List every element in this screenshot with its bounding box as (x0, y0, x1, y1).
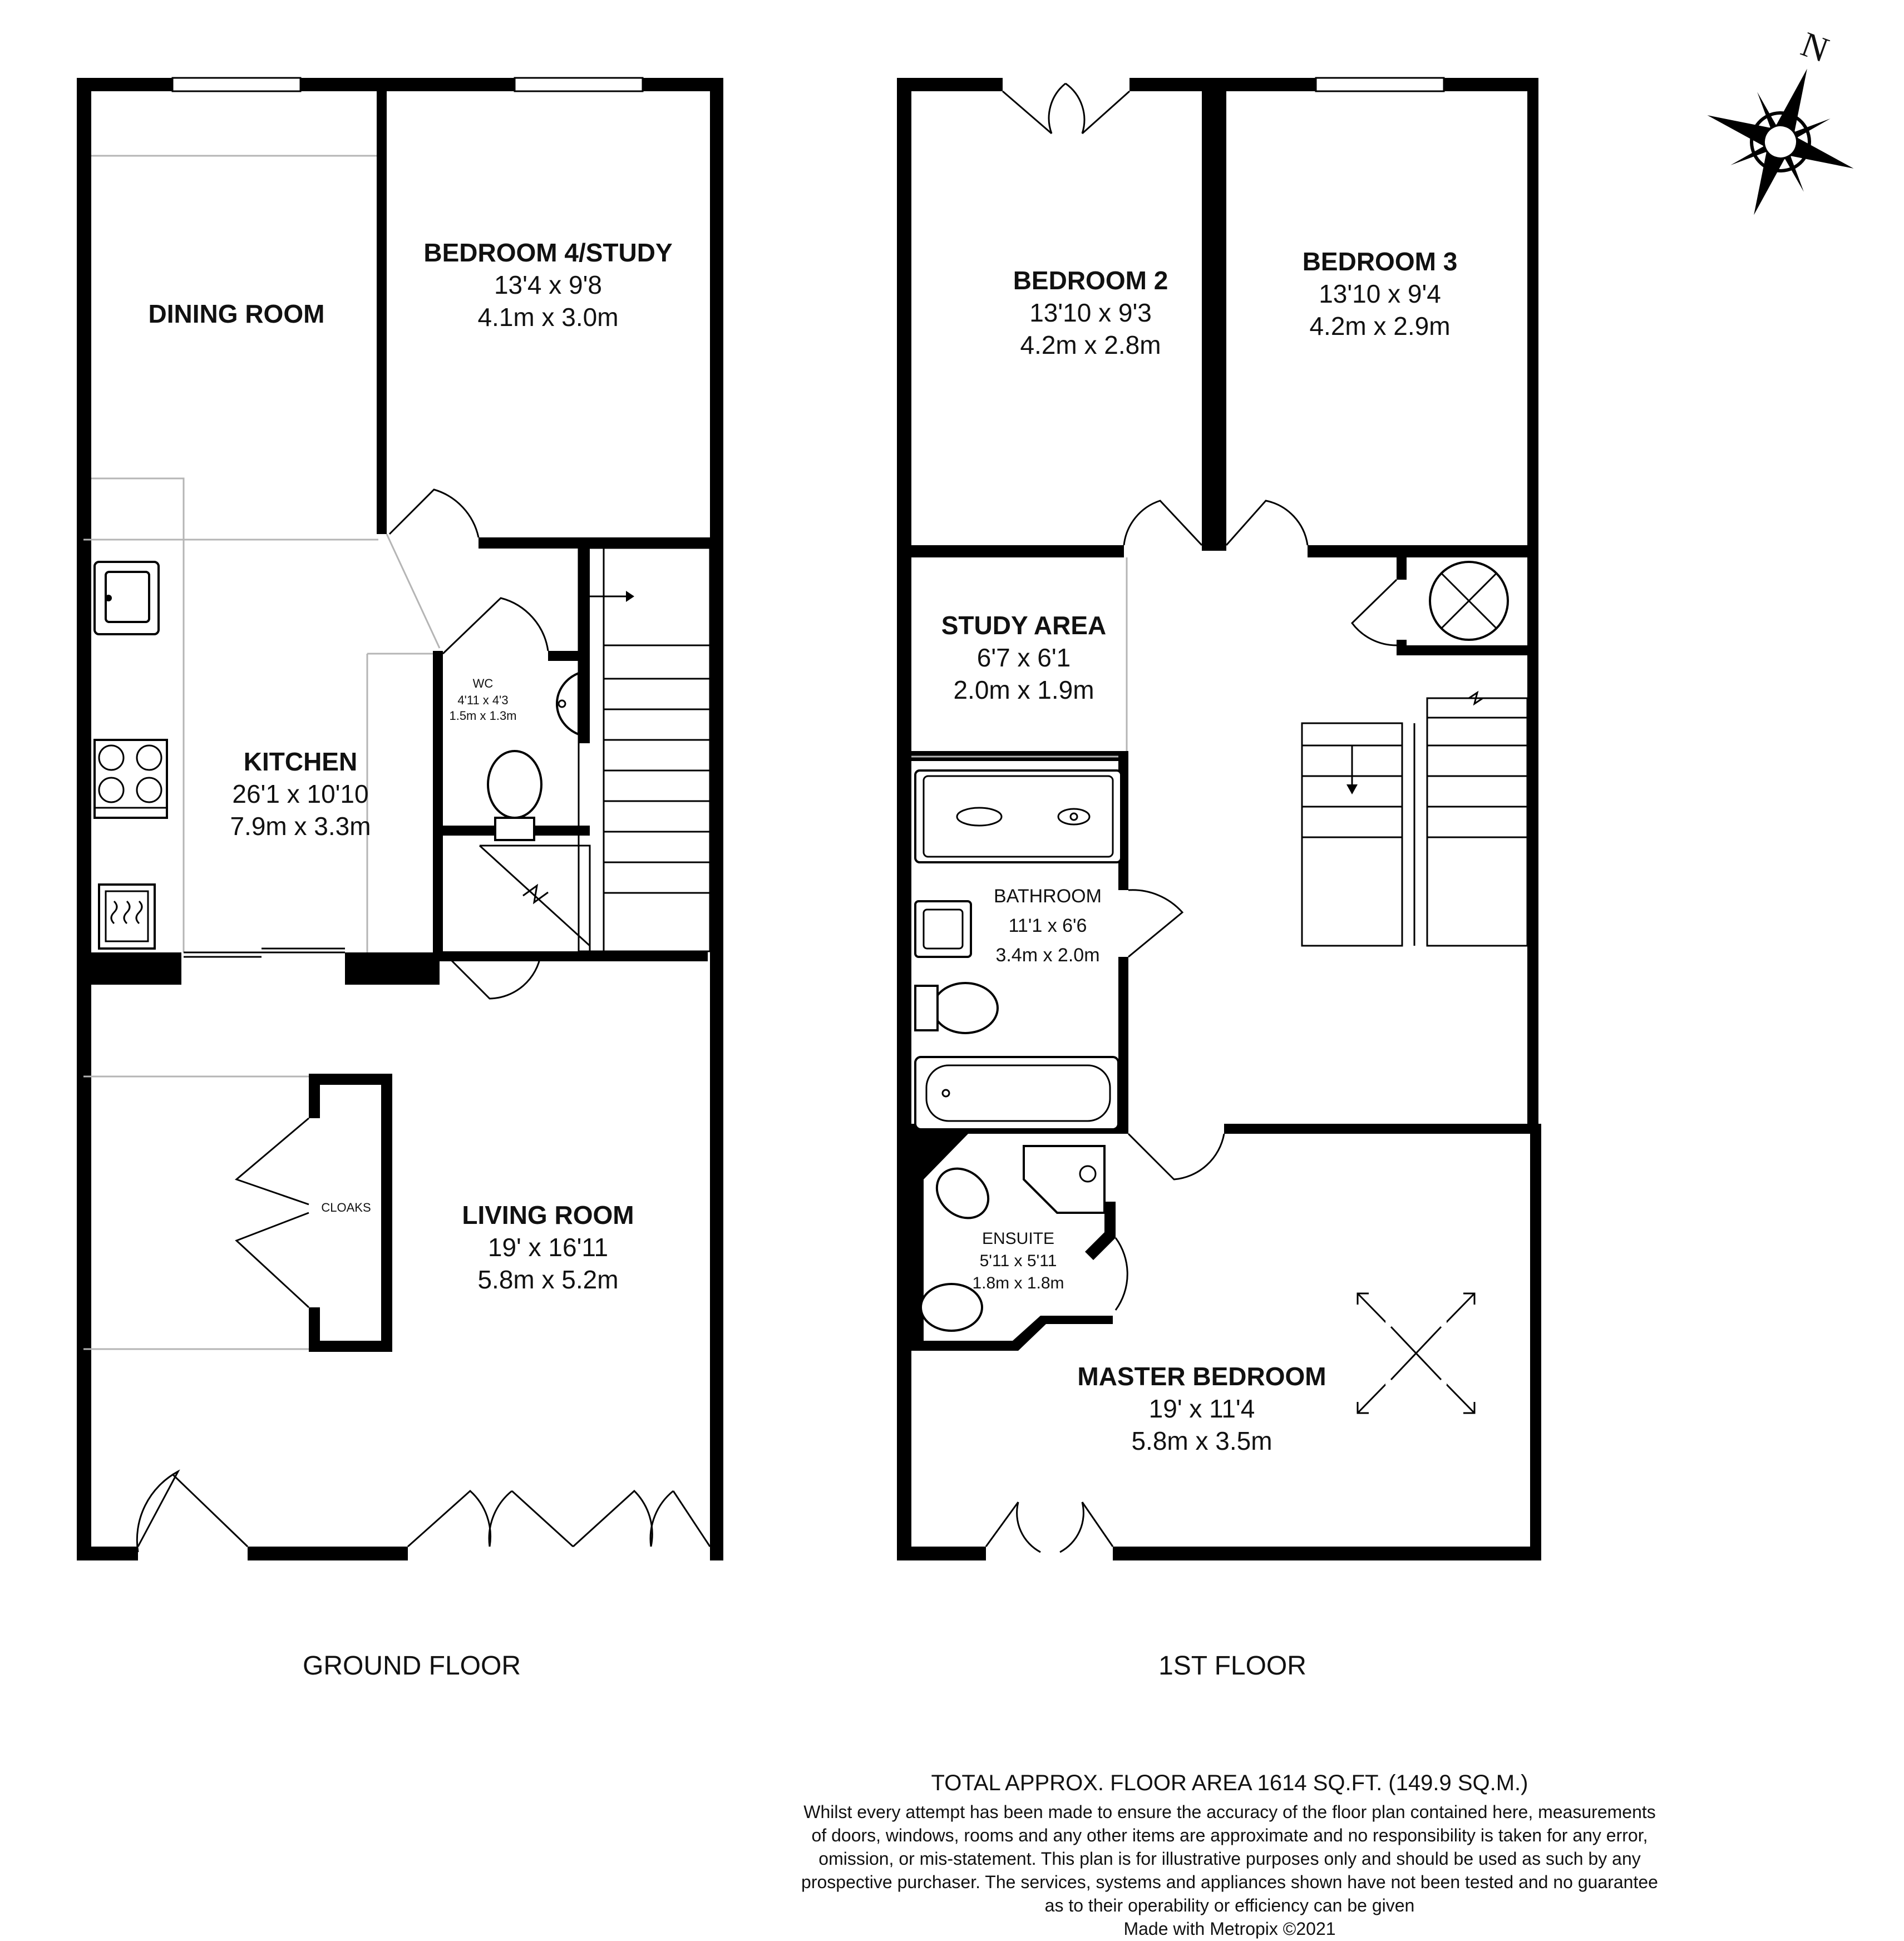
ensuite-toilet-icon (935, 1167, 990, 1219)
wc-imperial: 4'11 x 4'3 (457, 693, 508, 707)
bedroom2-imperial: 13'10 x 9'3 (1029, 298, 1152, 327)
kitchen-worktop (83, 155, 441, 1350)
bedroom2-metric: 4.2m x 2.8m (1020, 330, 1161, 359)
skylight-icon (1357, 1292, 1476, 1414)
disclaimer-line: of doors, windows, rooms and any other i… (812, 1825, 1648, 1845)
first-stairs (1301, 690, 1528, 947)
living-room-metric: 5.8m x 5.2m (477, 1265, 618, 1294)
living-room-imperial: 19' x 16'11 (488, 1233, 608, 1262)
total-floor-area: TOTAL APPROX. FLOOR AREA 1614 SQ.FT. (14… (931, 1771, 1528, 1795)
kitchen-imperial: 26'1 x 10'10 (232, 779, 368, 808)
ensuite-imperial: 5'11 x 5'11 (980, 1252, 1057, 1270)
wc-toilet-icon (487, 750, 542, 841)
disclaimer-line: as to their operability or efficiency ca… (1045, 1895, 1415, 1915)
ground-doors (136, 488, 711, 1553)
water-cylinder-icon (1429, 561, 1509, 641)
study-area-metric: 2.0m x 1.9m (953, 675, 1094, 704)
bedroom3-imperial: 13'10 x 9'4 (1319, 279, 1441, 308)
ensuite-shower-icon (1023, 1145, 1106, 1214)
cloaks-label: CLOAKS (321, 1201, 371, 1214)
compass-north-label: N (1796, 24, 1834, 70)
wc-basin-icon (556, 671, 580, 736)
disclaimer-line: omission, or mis-statement. This plan is… (818, 1849, 1640, 1869)
compass-icon: N (1707, 24, 1854, 215)
bedroom2-balcony-doors (1002, 82, 1130, 135)
master-bedroom-name: MASTER BEDROOM (1077, 1362, 1326, 1391)
bathroom-basin-icon (914, 900, 972, 958)
first-floor-partition-lines (911, 557, 1128, 758)
bathroom-toilet-icon (914, 982, 999, 1034)
first-floor-plan: BEDROOM 2 13'10 x 9'3 4.2m x 2.8m BEDROO… (897, 77, 1541, 1681)
bathtub-icon (914, 1056, 1119, 1130)
study-area-imperial: 6'7 x 6'1 (977, 643, 1071, 672)
first-floor-doors (985, 500, 1398, 1553)
ground-stairs (578, 547, 711, 952)
bedroom3-metric: 4.2m x 2.9m (1309, 312, 1450, 340)
living-room-name: LIVING ROOM (462, 1201, 634, 1229)
ensuite-metric: 1.8m x 1.8m (972, 1274, 1064, 1292)
bathroom-metric: 3.4m x 2.0m (995, 945, 1099, 966)
ground-floor-plan: DINING ROOM BEDROOM 4/STUDY 13'4 x 9'8 4… (77, 77, 723, 1681)
washing-machine-icon (98, 883, 156, 950)
kitchen-name: KITCHEN (244, 747, 357, 776)
master-bedroom-metric: 5.8m x 3.5m (1131, 1426, 1272, 1455)
bedroom4-imperial: 13'4 x 9'8 (494, 270, 602, 299)
bedroom4-metric: 4.1m x 3.0m (477, 303, 618, 332)
ground-floor-walls (77, 78, 723, 1560)
metropix-credit: Made with Metropix ©2021 (1123, 1919, 1335, 1939)
ensuite-name: ENSUITE (982, 1229, 1054, 1248)
bathroom-name: BATHROOM (994, 886, 1102, 907)
bathroom-imperial: 11'1 x 6'6 (1009, 915, 1087, 936)
wc-metric: 1.5m x 1.3m (449, 709, 516, 723)
dining-room-name: DINING ROOM (149, 299, 325, 328)
footer: TOTAL APPROX. FLOOR AREA 1614 SQ.FT. (14… (801, 1771, 1658, 1939)
first-floor-windows (1315, 77, 1445, 92)
bedroom2-name: BEDROOM 2 (1013, 266, 1168, 295)
ground-floor-windows (171, 77, 644, 92)
bedroom4-name: BEDROOM 4/STUDY (423, 238, 672, 267)
ensuite-basin-icon (920, 1283, 983, 1332)
master-bedroom-imperial: 19' x 11'4 (1149, 1394, 1255, 1423)
hob-icon (93, 739, 168, 819)
ground-floor-label: GROUND FLOOR (303, 1651, 521, 1681)
study-area-name: STUDY AREA (941, 611, 1106, 640)
disclaimer-line: Whilst every attempt has been made to en… (803, 1802, 1656, 1822)
first-floor-label: 1ST FLOOR (1158, 1651, 1306, 1681)
kitchen-metric: 7.9m x 3.3m (230, 812, 371, 841)
wc-name: WC (473, 676, 494, 690)
first-floor-walls (897, 78, 1541, 1560)
shower-tray-icon (914, 769, 1122, 863)
kitchen-sink-icon (93, 561, 160, 635)
bedroom3-name: BEDROOM 3 (1303, 247, 1458, 276)
understairs-cupboard (479, 844, 591, 951)
disclaimer-line: prospective purchaser. The services, sys… (801, 1872, 1658, 1892)
